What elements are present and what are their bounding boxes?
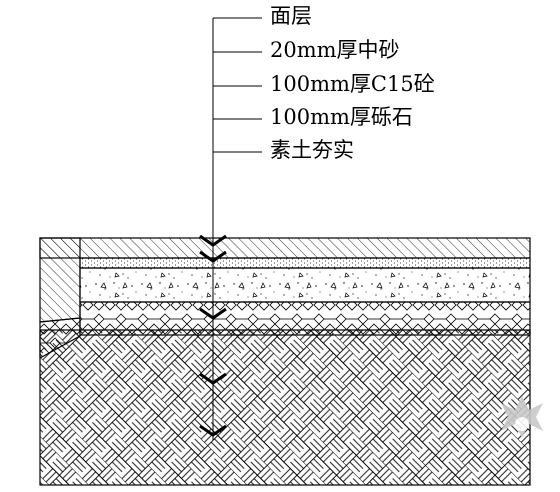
arrow-surface	[199, 234, 227, 247]
watermark-logo	[501, 396, 543, 438]
label-gravel-layer: 100mm厚砾石	[270, 105, 413, 129]
sand-layer	[79, 257, 531, 269]
concrete-layer	[79, 267, 531, 303]
label-compacted-soil: 素土夯实	[270, 138, 354, 162]
leader-arrows	[199, 234, 227, 437]
gravel-layer	[79, 301, 531, 336]
label-sand-layer: 20mm厚中砂	[270, 38, 400, 62]
arrow-concrete	[199, 307, 227, 320]
arrow-sand	[199, 250, 227, 263]
label-concrete-layer: 100mm厚C15砼	[270, 72, 435, 96]
arrow-soil	[199, 424, 227, 437]
arrow-gravel	[199, 372, 227, 385]
curb-footing	[39, 317, 81, 360]
surface-layer	[39, 237, 531, 259]
label-surface-layer: 面层	[270, 4, 312, 28]
compacted-soil-layer	[39, 329, 531, 486]
curb	[39, 237, 81, 323]
cross-section	[39, 237, 531, 486]
layer-labels: 面层 20mm厚中砂 100mm厚C15砼 100mm厚砾石 素土夯实	[270, 4, 435, 162]
